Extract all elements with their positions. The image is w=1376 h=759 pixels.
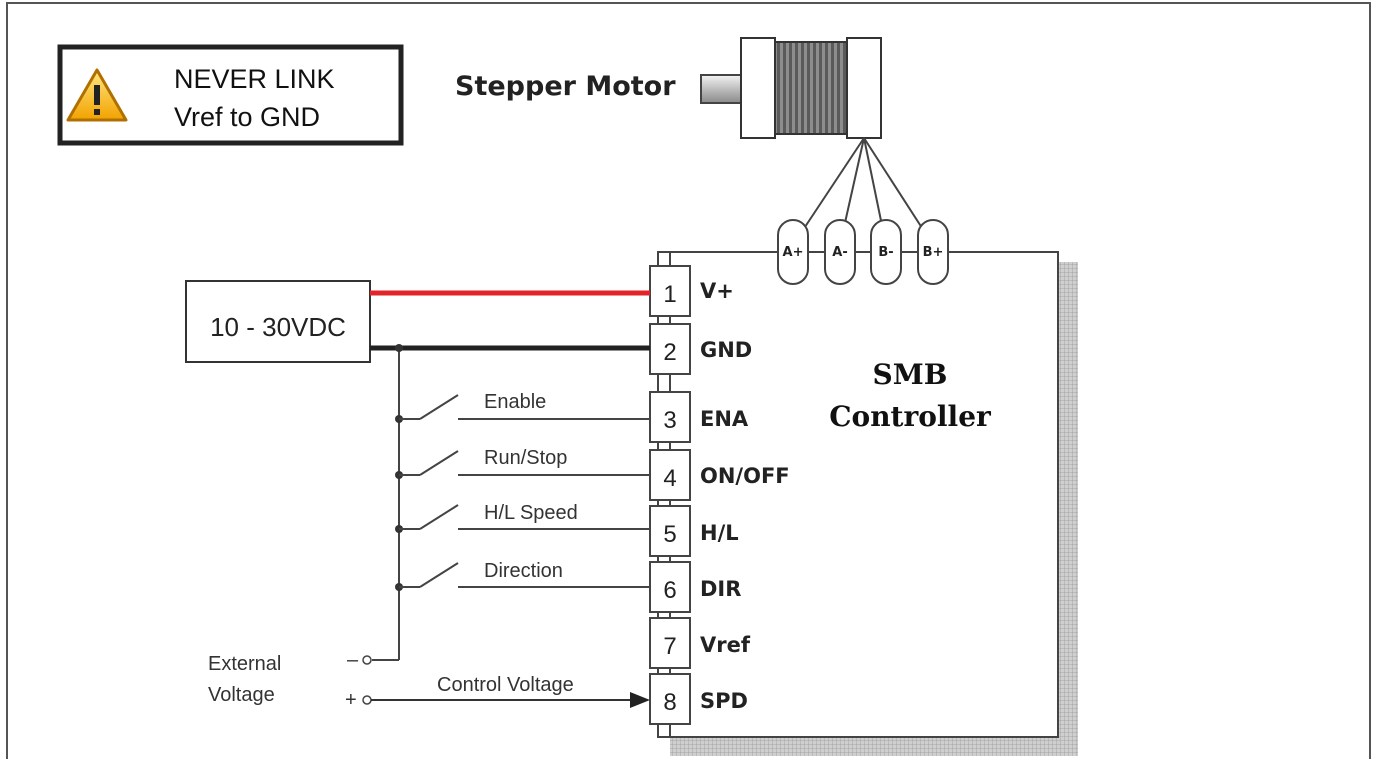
svg-text:GND: GND — [700, 338, 752, 362]
outer-frame — [6, 2, 1371, 759]
terminal-7: 7 Vref — [649, 617, 751, 669]
power-supply: 10 - 30VDC — [185, 280, 650, 363]
svg-text:B+: B+ — [923, 245, 944, 260]
terminal-8: 8 SPD — [649, 673, 748, 725]
svg-text:H/L: H/L — [700, 521, 739, 545]
minus-terminal — [362, 655, 372, 665]
external-voltage-line-1: External — [208, 653, 281, 675]
svg-text:Direction: Direction — [484, 560, 563, 582]
svg-text:SPD: SPD — [700, 689, 748, 713]
switch-direction: Direction — [395, 560, 650, 591]
plus-terminal-label: + — [345, 689, 357, 711]
warning-triangle-icon — [66, 68, 128, 122]
wire-pill-b-minus: B- — [870, 219, 902, 285]
plus-terminal — [362, 695, 372, 705]
terminal-6: 6 DIR — [649, 561, 741, 613]
motor-coil — [774, 41, 848, 135]
svg-text:ON/OFF: ON/OFF — [700, 464, 790, 488]
smb-controller: SMB Controller — [657, 251, 1078, 756]
warning-line-2: Vref to GND — [174, 102, 320, 132]
stepper-motor: Stepper Motor — [455, 37, 934, 246]
svg-text:H/L Speed: H/L Speed — [484, 502, 578, 524]
svg-text:V+: V+ — [700, 279, 734, 303]
external-voltage: External Voltage – + Control Voltage — [208, 649, 650, 711]
svg-text:8: 8 — [663, 689, 676, 716]
motor-endcap-right — [846, 37, 882, 139]
svg-text:Vref: Vref — [700, 633, 751, 657]
svg-text:7: 7 — [663, 633, 676, 660]
terminal-column: 1 V+ 2 GND 3 ENA 4 ON/OFF 5 H/L 6 DIR — [649, 252, 790, 737]
power-supply-label: 10 - 30VDC — [210, 312, 346, 342]
external-voltage-line-2: Voltage — [208, 684, 275, 706]
svg-text:6: 6 — [663, 577, 676, 604]
wire-pill-a-minus: A- — [824, 219, 856, 285]
switch-hl-speed: H/L Speed — [395, 502, 650, 533]
switch-enable: Enable — [395, 391, 650, 423]
svg-text:A-: A- — [832, 245, 847, 260]
motor-shaft — [700, 74, 742, 104]
svg-text:Run/Stop: Run/Stop — [484, 447, 567, 469]
terminal-3: 3 ENA — [649, 391, 749, 443]
control-voltage-arrow — [630, 692, 650, 708]
minus-terminal-label: – — [347, 649, 359, 671]
motor-wire-terminals: A+ A- B- B+ — [777, 219, 949, 285]
switch-run-stop: Run/Stop — [395, 447, 650, 479]
motor-label: Stepper Motor — [455, 71, 676, 102]
svg-text:2: 2 — [663, 339, 676, 366]
terminal-4: 4 ON/OFF — [649, 449, 790, 501]
svg-text:3: 3 — [663, 407, 676, 434]
svg-text:B-: B- — [878, 245, 893, 260]
warning-box: NEVER LINK Vref to GND — [57, 44, 404, 146]
warning-line-1: NEVER LINK — [174, 64, 335, 94]
switch-bus — [372, 344, 403, 661]
svg-text:1: 1 — [663, 281, 676, 308]
controller-body — [657, 251, 1059, 738]
control-voltage-label: Control Voltage — [437, 674, 574, 696]
controller-title-1: SMB — [873, 358, 948, 391]
svg-text:5: 5 — [663, 521, 676, 548]
svg-text:ENA: ENA — [700, 407, 749, 431]
svg-text:A+: A+ — [783, 245, 804, 260]
svg-text:4: 4 — [663, 465, 676, 492]
terminal-5: 5 H/L — [649, 505, 739, 557]
wire-pill-a-plus: A+ — [777, 219, 809, 285]
svg-text:Enable: Enable — [484, 391, 546, 413]
controller-title-2: Controller — [829, 400, 992, 433]
wire-pill-b-plus: B+ — [917, 219, 949, 285]
motor-endcap-left — [740, 37, 776, 139]
svg-text:DIR: DIR — [700, 577, 741, 601]
